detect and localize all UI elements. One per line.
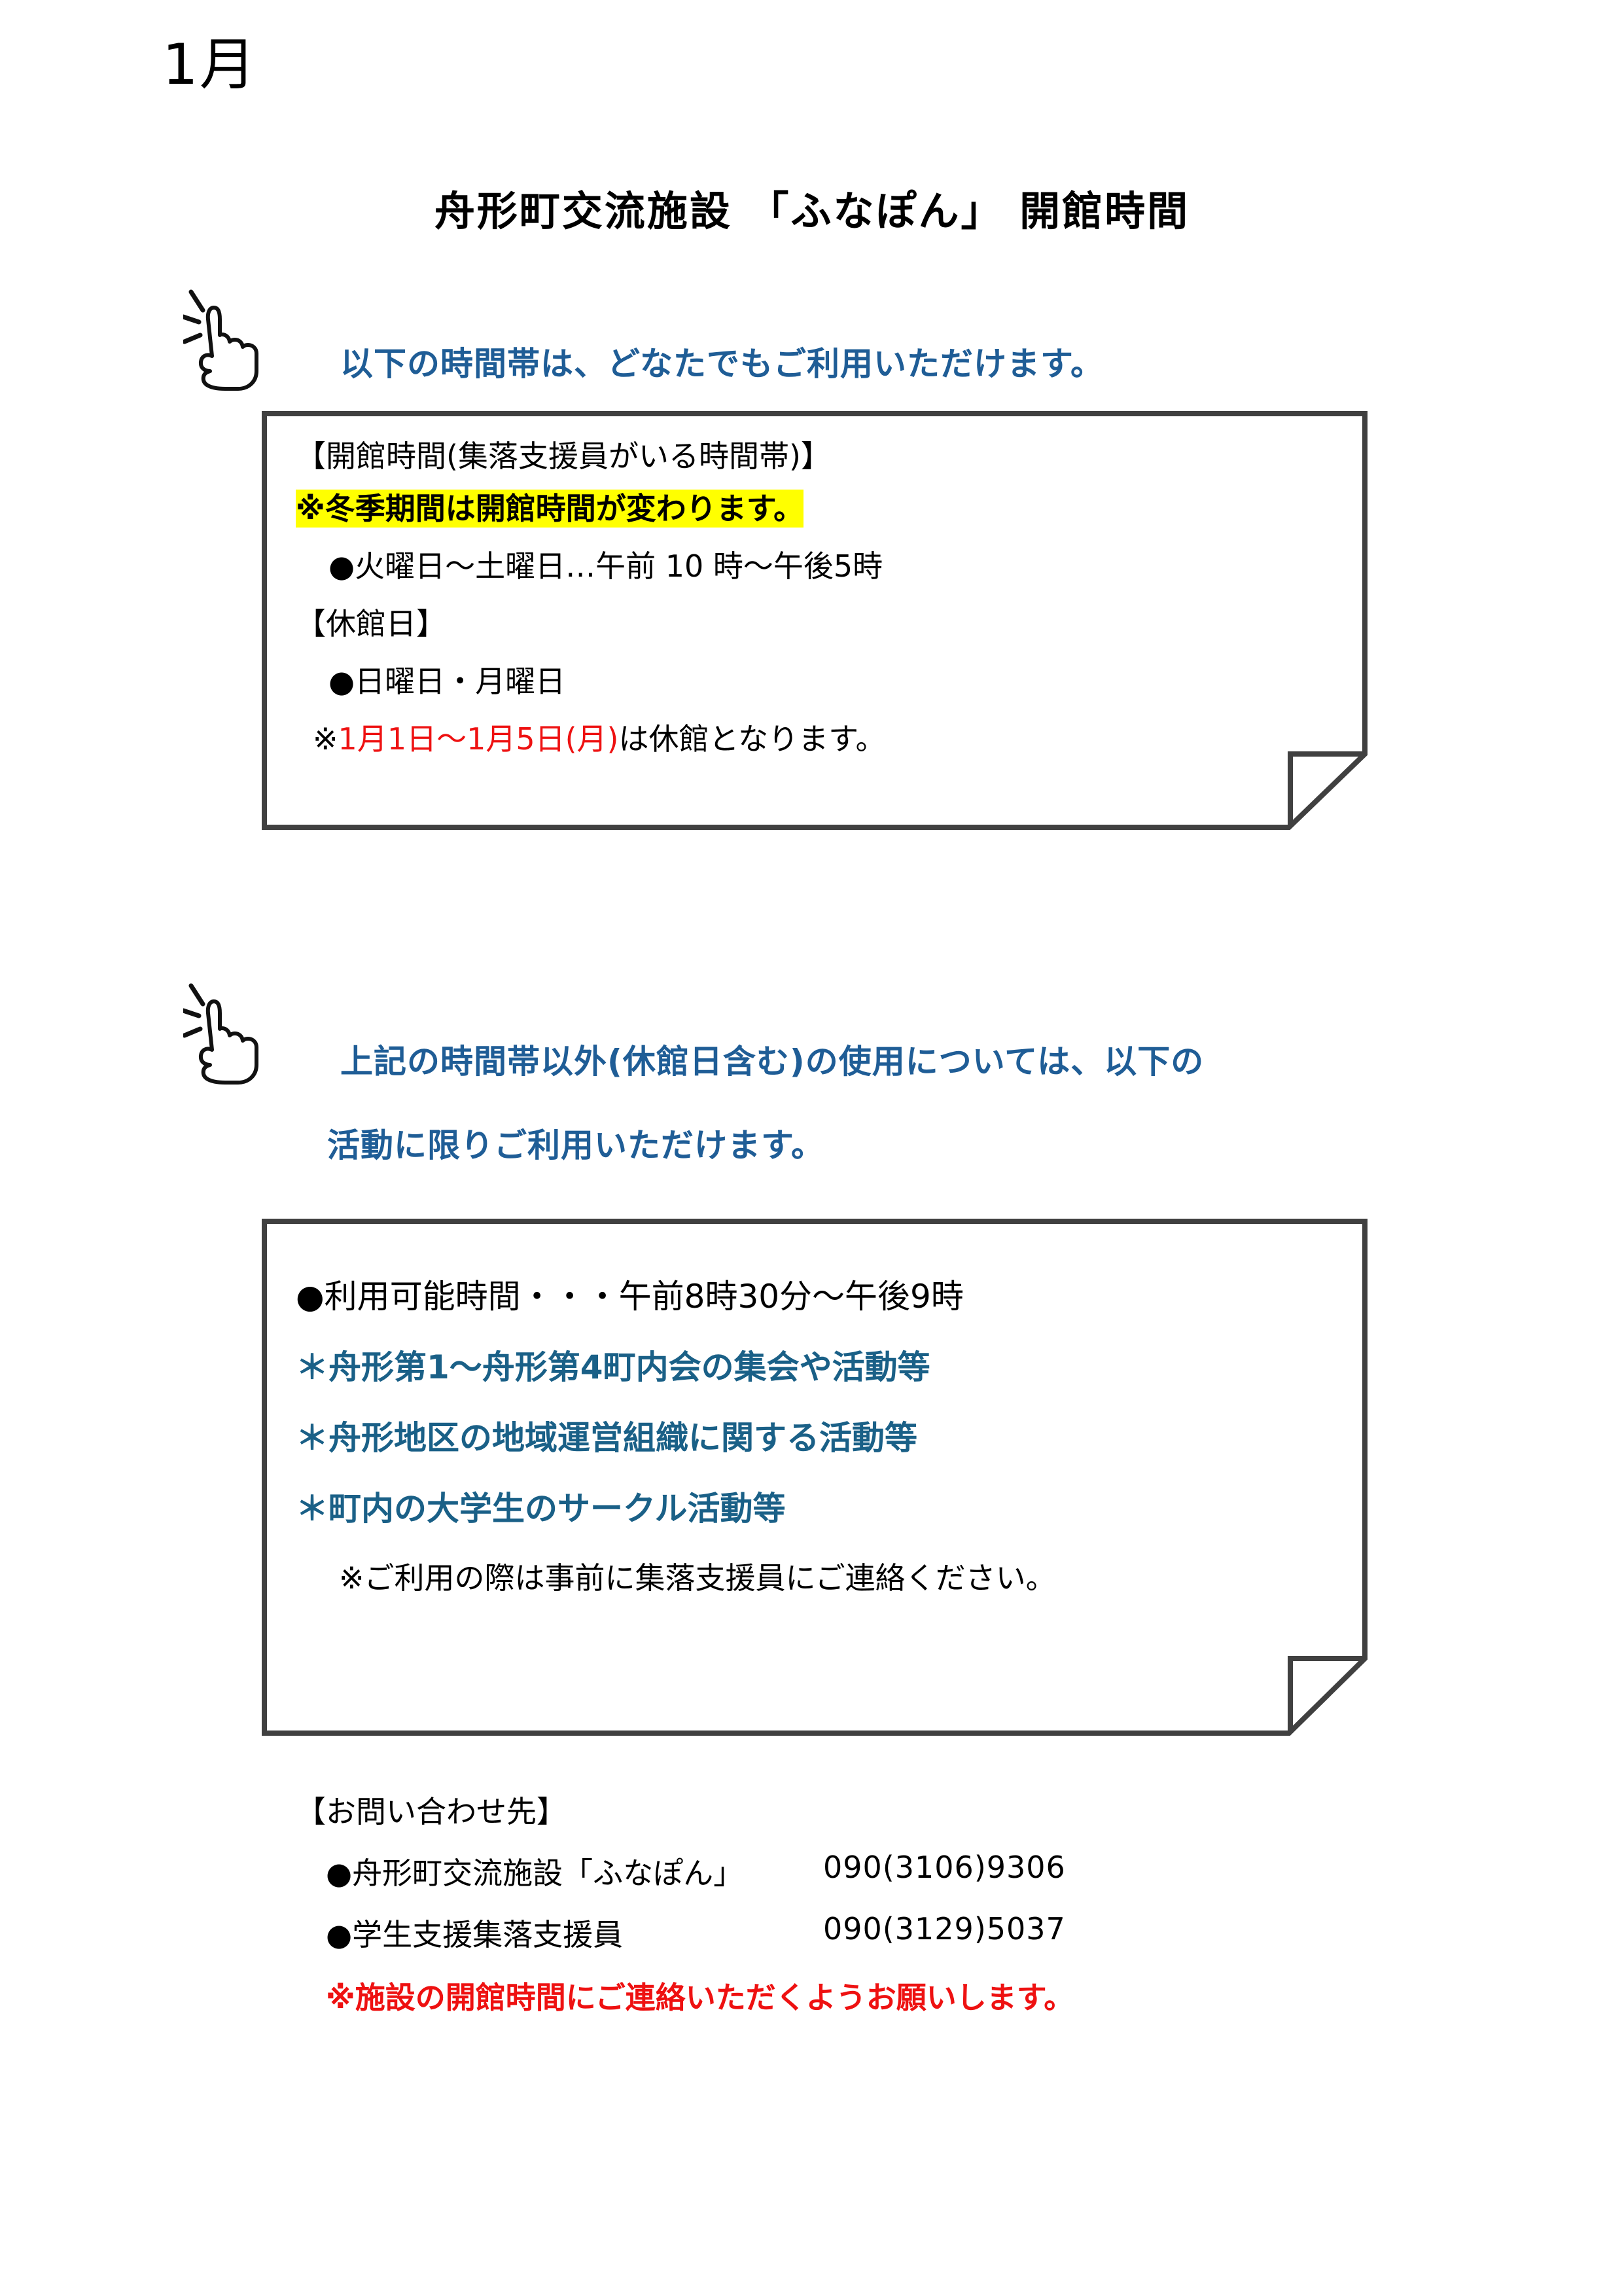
- closure-note-suffix: は休館となります。: [618, 721, 886, 757]
- new-year-closure-note: ※1月1日～1月5日(月)は休館となります。: [296, 724, 1335, 754]
- section-two-intro-line1: 上記の時間帯以外(休館日含む)の使用については、以下の: [340, 1043, 1205, 1081]
- contact-heading: 【お問い合わせ先】: [296, 1794, 567, 1829]
- opening-hours-heading: 【開館時間(集落支援員がいる時間帯)】: [296, 439, 831, 474]
- contact-phone: 090(3129)5037: [823, 1911, 1066, 1946]
- pointing-hand-icon: [183, 982, 268, 1086]
- closure-note-prefix: ※: [313, 721, 338, 757]
- activity-item-2: ＊舟形地区の地域運営組織に関する活動等: [296, 1419, 917, 1457]
- contact-name: ●舟形町交流施設「ふなぽん」: [326, 1856, 744, 1891]
- special-use-box: ●利用可能時間・・・午前8時30分～午後9時 ＊舟形第1～舟形第4町内会の集会や…: [262, 1219, 1368, 1736]
- pointing-hand-icon: [183, 288, 268, 393]
- contact-row: ●学生支援集落支援員 090(3129)5037: [296, 1911, 1343, 1954]
- closure-note-dates: 1月1日～1月5日(月): [338, 721, 619, 757]
- activity-item-1: ＊舟形第1～舟形第4町内会の集会や活動等: [296, 1348, 930, 1386]
- available-hours-item: ●利用可能時間・・・午前8時30分～午後9時: [296, 1278, 964, 1316]
- contact-hours-note: ※施設の開館時間にご連絡いただくようお願いします。: [326, 1980, 1074, 2015]
- contact-name: ●学生支援集落支援員: [326, 1917, 624, 1952]
- page-title: 舟形町交流施設 「ふなぽん」 開館時間: [434, 187, 1190, 235]
- contact-phone: 090(3106)9306: [823, 1850, 1066, 1885]
- month-label: 1月: [162, 32, 257, 98]
- contact-section: 【お問い合わせ先】 ●舟形町交流施設「ふなぽん」 090(3106)9306 ●…: [296, 1788, 1343, 2017]
- winter-hours-note: ※冬季期間は開館時間が変わります。: [296, 490, 1335, 528]
- winter-hours-note-text: ※冬季期間は開館時間が変わります。: [296, 490, 804, 528]
- opening-hours-box: 【開館時間(集落支援員がいる時間帯)】 ※冬季期間は開館時間が変わります。 ●火…: [262, 411, 1368, 830]
- activity-item-3: ＊町内の大学生のサークル活動等: [296, 1490, 786, 1528]
- opening-hours-item: ●火曜日～土曜日…午前 10 時～午後5時: [328, 548, 883, 584]
- section-one-intro: 以下の時間帯は、どなたでもご利用いただけます。: [340, 345, 1104, 383]
- closed-days-heading: 【休館日】: [296, 606, 446, 641]
- closed-days-item: ●日曜日・月曜日: [328, 664, 566, 699]
- advance-contact-note: ※ご利用の際は事前に集落支援員にご連絡ください。: [339, 1560, 1056, 1596]
- contact-row: ●舟形町交流施設「ふなぽん」 090(3106)9306: [296, 1850, 1343, 1893]
- section-two-intro-line2: 活動に限りご利用いただけます。: [327, 1126, 824, 1164]
